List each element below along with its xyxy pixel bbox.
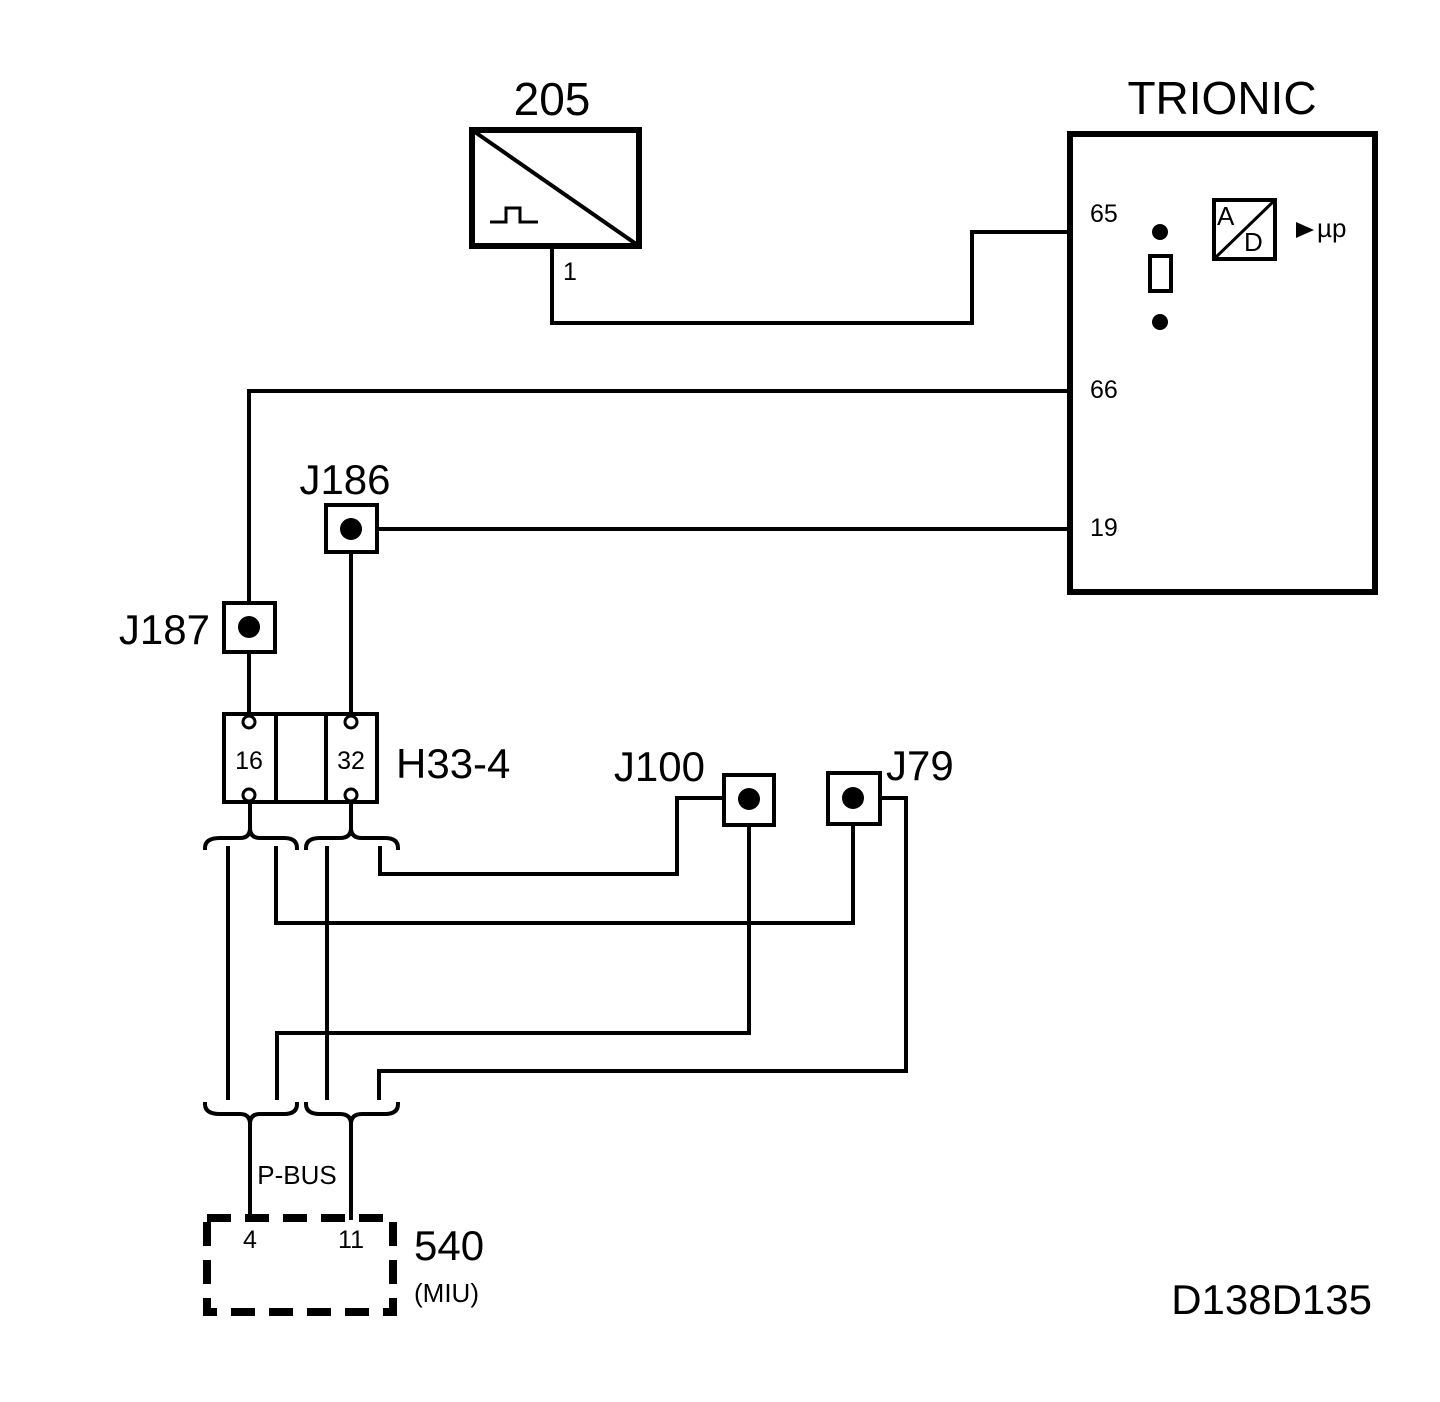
resistor-icon bbox=[1148, 254, 1173, 293]
connector-h33-4: 16 32 H33-4 bbox=[222, 712, 510, 804]
wire-205-to-pin65 bbox=[550, 230, 1214, 325]
brace-lower-16 bbox=[202, 1101, 300, 1125]
j187-dot bbox=[238, 616, 260, 638]
miu-pin-4: 4 bbox=[243, 1226, 257, 1254]
j100-label: J100 bbox=[614, 743, 705, 790]
ecu-label: TRIONIC bbox=[1127, 72, 1316, 124]
wire-pin66-to-j187 bbox=[247, 389, 1070, 604]
ecu-pin-65: 65 bbox=[1090, 200, 1118, 228]
j187-label: J187 bbox=[119, 606, 210, 653]
junction-j186: J186 bbox=[299, 456, 391, 554]
j79-dot bbox=[842, 787, 864, 809]
wire-j100-to-lower-16 bbox=[275, 822, 751, 1100]
j186-dot bbox=[340, 518, 362, 540]
wire-j79-to-lower-32 bbox=[377, 796, 908, 1100]
sensor-diagonal bbox=[470, 128, 641, 248]
junction-dot bbox=[1152, 224, 1168, 240]
ecu-pin-66: 66 bbox=[1090, 376, 1118, 404]
miu-dashed-box bbox=[203, 1214, 397, 1316]
wire-upper-16-to-j79 bbox=[274, 822, 855, 925]
sensor-label: 205 bbox=[514, 73, 591, 125]
component-trionic: TRIONIC 65 66 19 A D µp bbox=[1067, 72, 1378, 595]
component-205: 205 1 bbox=[469, 73, 642, 286]
brace-lower-32 bbox=[303, 1101, 401, 1125]
junction-j100: J100 bbox=[614, 743, 776, 827]
pbus-label: P-BUS bbox=[257, 1160, 336, 1190]
pin-16-top-contact bbox=[241, 714, 257, 730]
brace-upper-32 bbox=[303, 827, 401, 851]
ground-dot bbox=[1152, 314, 1168, 330]
component-540-miu: 4 11 540 (MIU) bbox=[203, 1214, 484, 1316]
connector-label: H33-4 bbox=[396, 740, 510, 787]
junction-j187: J187 bbox=[119, 601, 277, 654]
connector-pin-16: 16 bbox=[235, 747, 263, 775]
miu-label: 540 bbox=[414, 1222, 484, 1269]
j100-dot bbox=[738, 788, 760, 810]
adc-diagonal bbox=[1212, 198, 1277, 261]
ecu-pin-19: 19 bbox=[1090, 514, 1118, 542]
pin-32-bottom-contact bbox=[343, 787, 359, 803]
sensor-pin-1: 1 bbox=[563, 258, 577, 286]
miu-sublabel: (MIU) bbox=[414, 1278, 479, 1308]
pin-16-bottom-contact bbox=[241, 787, 257, 803]
adc-d-label: D bbox=[1244, 227, 1263, 257]
wire-upper-32-to-j100 bbox=[378, 796, 726, 876]
brace-upper-16 bbox=[202, 827, 300, 851]
connector-pin-32: 32 bbox=[337, 747, 365, 775]
j186-label: J186 bbox=[299, 456, 390, 503]
pulse-icon bbox=[490, 206, 538, 224]
j79-label: J79 bbox=[886, 742, 954, 789]
drawing-id: D138D135 bbox=[1171, 1276, 1372, 1323]
adc-output-label: µp bbox=[1317, 213, 1346, 243]
junction-j79: J79 bbox=[826, 742, 954, 826]
adc-a-label: A bbox=[1217, 201, 1235, 231]
arrow-icon bbox=[1296, 222, 1314, 238]
pin-32-top-contact bbox=[343, 714, 359, 730]
j186-box bbox=[324, 503, 379, 554]
miu-pin-11: 11 bbox=[338, 1226, 364, 1254]
